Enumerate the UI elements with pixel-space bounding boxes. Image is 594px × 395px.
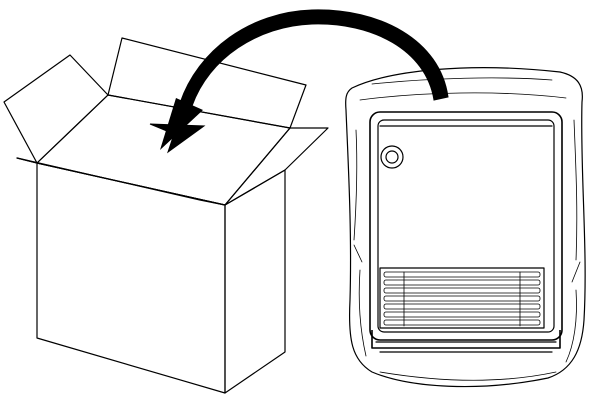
curved-arrow-icon — [149, 9, 449, 154]
box-flap-front — [16, 157, 226, 206]
box-flap-back — [107, 37, 307, 129]
plastic-bag-icon — [345, 67, 586, 388]
box-flap-right — [224, 127, 329, 206]
arrow-shaft — [179, 9, 449, 107]
box-flap-left — [3, 54, 109, 164]
space-heater-icon — [369, 111, 563, 353]
heater-grille-slots — [383, 271, 541, 327]
open-cardboard-box-icon — [3, 37, 329, 394]
bag-outline — [345, 67, 586, 388]
heater-front-panel — [377, 119, 555, 333]
heater-housing — [369, 111, 563, 341]
box-front-face — [36, 162, 226, 394]
heater-knob — [380, 145, 404, 169]
box-opening-rim — [36, 94, 291, 206]
heater-grille — [379, 267, 545, 329]
box-side-face — [224, 169, 286, 394]
heater-base — [371, 330, 561, 349]
